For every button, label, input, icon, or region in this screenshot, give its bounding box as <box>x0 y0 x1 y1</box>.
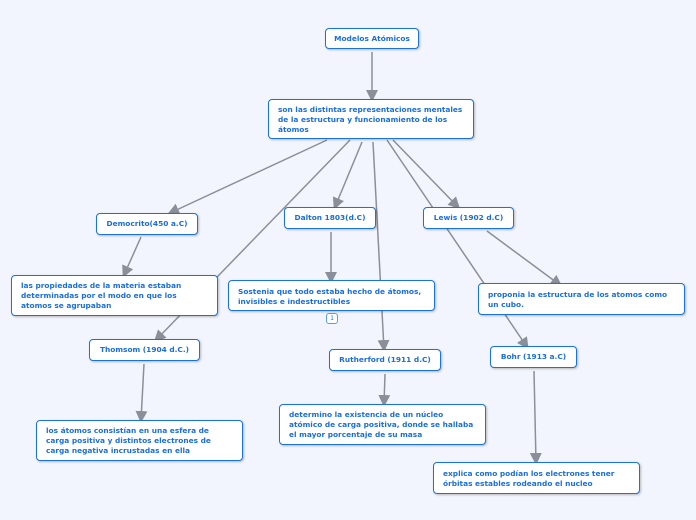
edge-root-dalton <box>332 141 363 210</box>
edge-root-lewis <box>392 139 461 210</box>
edge-lewis-proponia <box>486 230 563 287</box>
node-sostenia[interactable]: Sostenia que todo estaba hecho de átomos… <box>228 280 435 311</box>
edge-root-democrito <box>167 139 328 215</box>
edge-rutherford-determino <box>378 373 391 407</box>
node-bohr[interactable]: Bohr (1913 a.C) <box>490 346 577 368</box>
node-explica[interactable]: explica como podían los electrones tener… <box>433 462 640 494</box>
node-thomsom[interactable]: Thomsom (1904 d.C.) <box>89 339 200 361</box>
node-lewis[interactable]: Lewis (1902 d.C) <box>423 207 514 229</box>
node-definicion[interactable]: son las distintas representaciones menta… <box>268 99 474 139</box>
node-rutherford[interactable]: Rutherford (1911 d.C) <box>329 349 441 371</box>
node-propiedades[interactable]: las propiedades de la materia estaban de… <box>11 275 218 316</box>
edge-democrito-propiedades <box>122 236 142 278</box>
node-proponia[interactable]: proponia la estructura de los atomos com… <box>478 283 685 315</box>
edge-root-rutherford <box>372 141 390 352</box>
edge-bohr-explica <box>529 370 542 465</box>
attachment-count-badge[interactable]: 1 <box>326 313 338 324</box>
node-esfera[interactable]: los átomos consistían en una esfera de c… <box>36 420 243 461</box>
node-determino[interactable]: determino la existencia de un núcleo ató… <box>279 404 486 445</box>
node-modelos-atomicos[interactable]: Modelos Atómicos <box>325 28 419 49</box>
node-dalton[interactable]: Dalton 1803(d.C) <box>284 207 376 229</box>
edge-root-bohr <box>386 139 529 350</box>
node-democrito[interactable]: Democrito(450 a.C) <box>96 213 198 235</box>
edge-thomsom-esfera <box>135 363 148 423</box>
